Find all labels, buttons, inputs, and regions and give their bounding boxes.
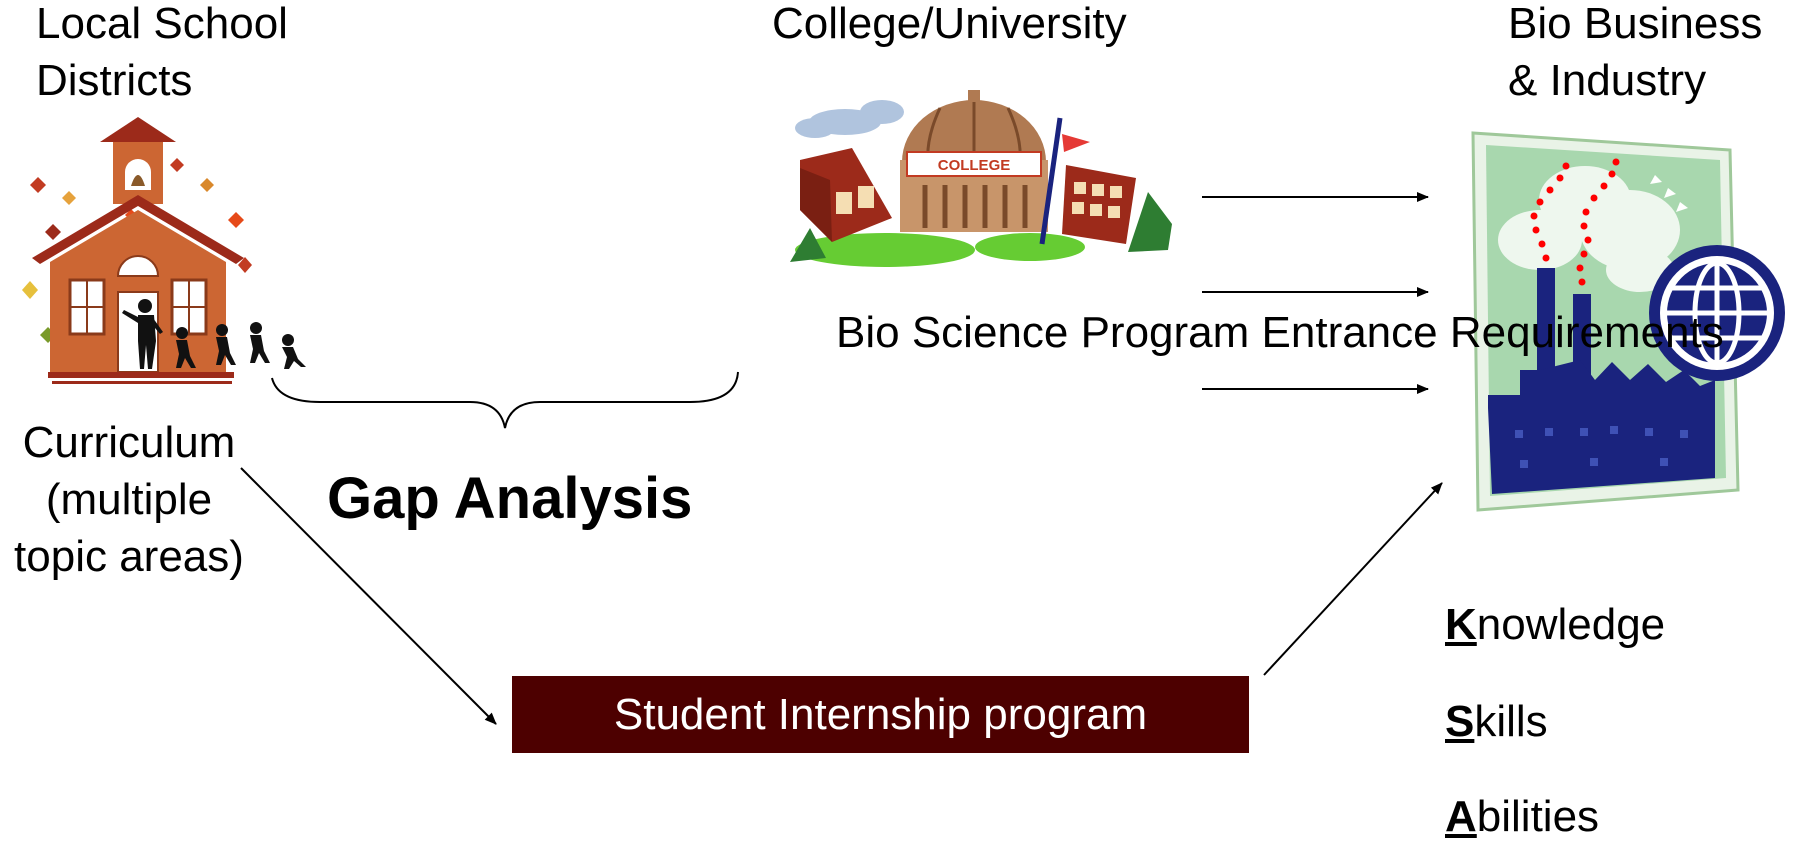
college-icon: COLLEGE — [790, 90, 1172, 267]
ksa-abilities-initial: A — [1445, 792, 1477, 841]
arrow-curriculum-to-internship — [240, 467, 497, 725]
curriculum-label: Curriculum (multiple topic areas) — [14, 418, 244, 581]
college-sign-label: COLLEGE — [938, 157, 1011, 174]
schoolhouse-icon — [22, 117, 306, 384]
ksa-skills-initial: S — [1445, 697, 1475, 746]
student-internship-program-box: Student Internship program — [512, 676, 1249, 753]
local-school-districts-heading: Local School Districts — [36, 0, 288, 105]
bio-science-program-label: Bio Science Program Entrance Requirement… — [836, 308, 1724, 357]
ksa-abilities-rest: bilities — [1476, 792, 1600, 841]
ksa-skills: Skills — [1445, 697, 1548, 747]
ksa-abilities: Abilities — [1445, 792, 1599, 842]
ksa-knowledge-rest: nowledge — [1476, 600, 1666, 649]
college-university-heading: College/University — [772, 0, 1127, 48]
ksa-knowledge-initial: K — [1445, 600, 1477, 649]
gap-analysis-title: Gap Analysis — [327, 466, 693, 531]
gap-brace — [271, 371, 739, 429]
ksa-skills-rest: kills — [1474, 697, 1548, 746]
internship-label: Student Internship program — [613, 690, 1148, 739]
ksa-knowledge: Knowledge — [1445, 600, 1665, 650]
bio-business-heading: Bio Business & Industry — [1508, 0, 1763, 105]
globe-icon — [1649, 245, 1785, 381]
arrow-internship-to-industry — [1263, 482, 1443, 676]
factory-icon — [1471, 131, 1740, 512]
